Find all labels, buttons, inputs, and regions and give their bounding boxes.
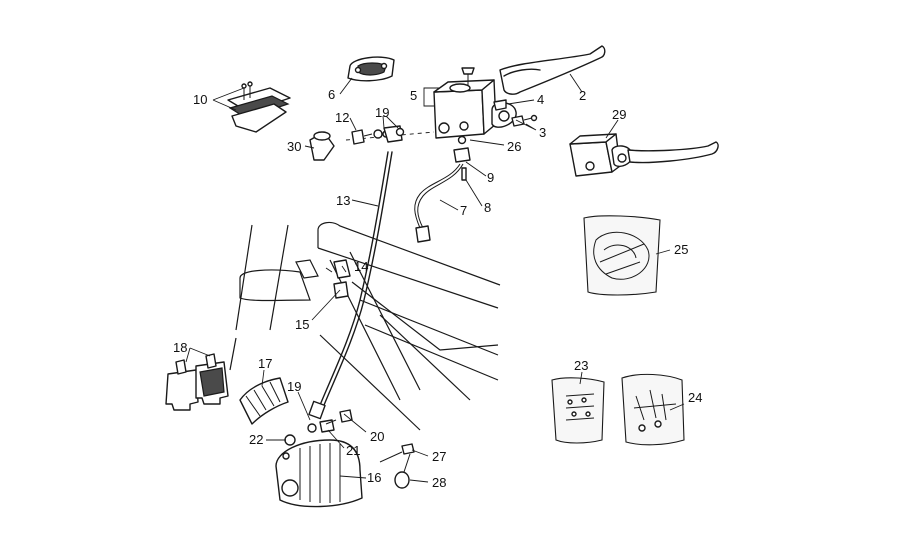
callout-3: 3	[539, 125, 546, 140]
hose-clips	[325, 259, 351, 299]
callout-20: 20	[370, 429, 384, 444]
callout-25: 25	[674, 242, 688, 257]
master-cylinder	[433, 67, 538, 139]
banjo-fittings	[351, 125, 405, 145]
callout-14: 14	[354, 259, 368, 274]
brake-hose	[308, 151, 393, 420]
callout-12: 12	[335, 110, 349, 125]
parts-bag-23	[551, 377, 605, 444]
callout-16: 16	[367, 470, 381, 485]
callout-2: 2	[579, 88, 586, 103]
part-6-bracket	[347, 56, 395, 82]
part-16-caliper	[275, 409, 415, 508]
leader-lines	[185, 73, 685, 483]
callout-19-upper: 19	[375, 105, 389, 120]
callout-19-lower: 19	[287, 379, 301, 394]
callout-6: 6	[328, 87, 335, 102]
callout-28: 28	[432, 475, 446, 490]
brake-light-switch	[414, 135, 471, 243]
callout-4: 4	[537, 92, 544, 107]
callout-13: 13	[336, 193, 350, 208]
callout-21: 21	[346, 443, 360, 458]
part-18-brake-pads	[165, 353, 229, 411]
parts-bag-24	[621, 373, 685, 446]
callout-8: 8	[484, 200, 491, 215]
part-29-assembly	[569, 133, 719, 177]
callout-18: 18	[173, 340, 187, 355]
callout-15: 15	[295, 317, 309, 332]
part-30-cap	[309, 131, 335, 161]
frame-tubes	[229, 221, 501, 431]
callout-17: 17	[258, 356, 272, 371]
callout-labels: 2 3 4 5 6 7 8 9 10 12 13 14 15 16 17 18 …	[173, 87, 702, 490]
assembly-axis-upper	[345, 131, 435, 141]
part-10-cover	[227, 81, 291, 133]
callout-27: 27	[432, 449, 446, 464]
callout-5: 5	[410, 88, 417, 103]
callout-10: 10	[193, 92, 207, 107]
callout-23: 23	[574, 358, 588, 373]
parts-bag-25	[583, 215, 661, 296]
callout-26: 26	[507, 139, 521, 154]
callout-9: 9	[487, 170, 494, 185]
callout-29: 29	[612, 107, 626, 122]
part-17-spring	[239, 377, 289, 425]
part-2-lever	[499, 45, 606, 95]
callout-7: 7	[460, 203, 467, 218]
callout-24: 24	[688, 390, 702, 405]
callout-30: 30	[287, 139, 301, 154]
callout-22: 22	[249, 432, 263, 447]
